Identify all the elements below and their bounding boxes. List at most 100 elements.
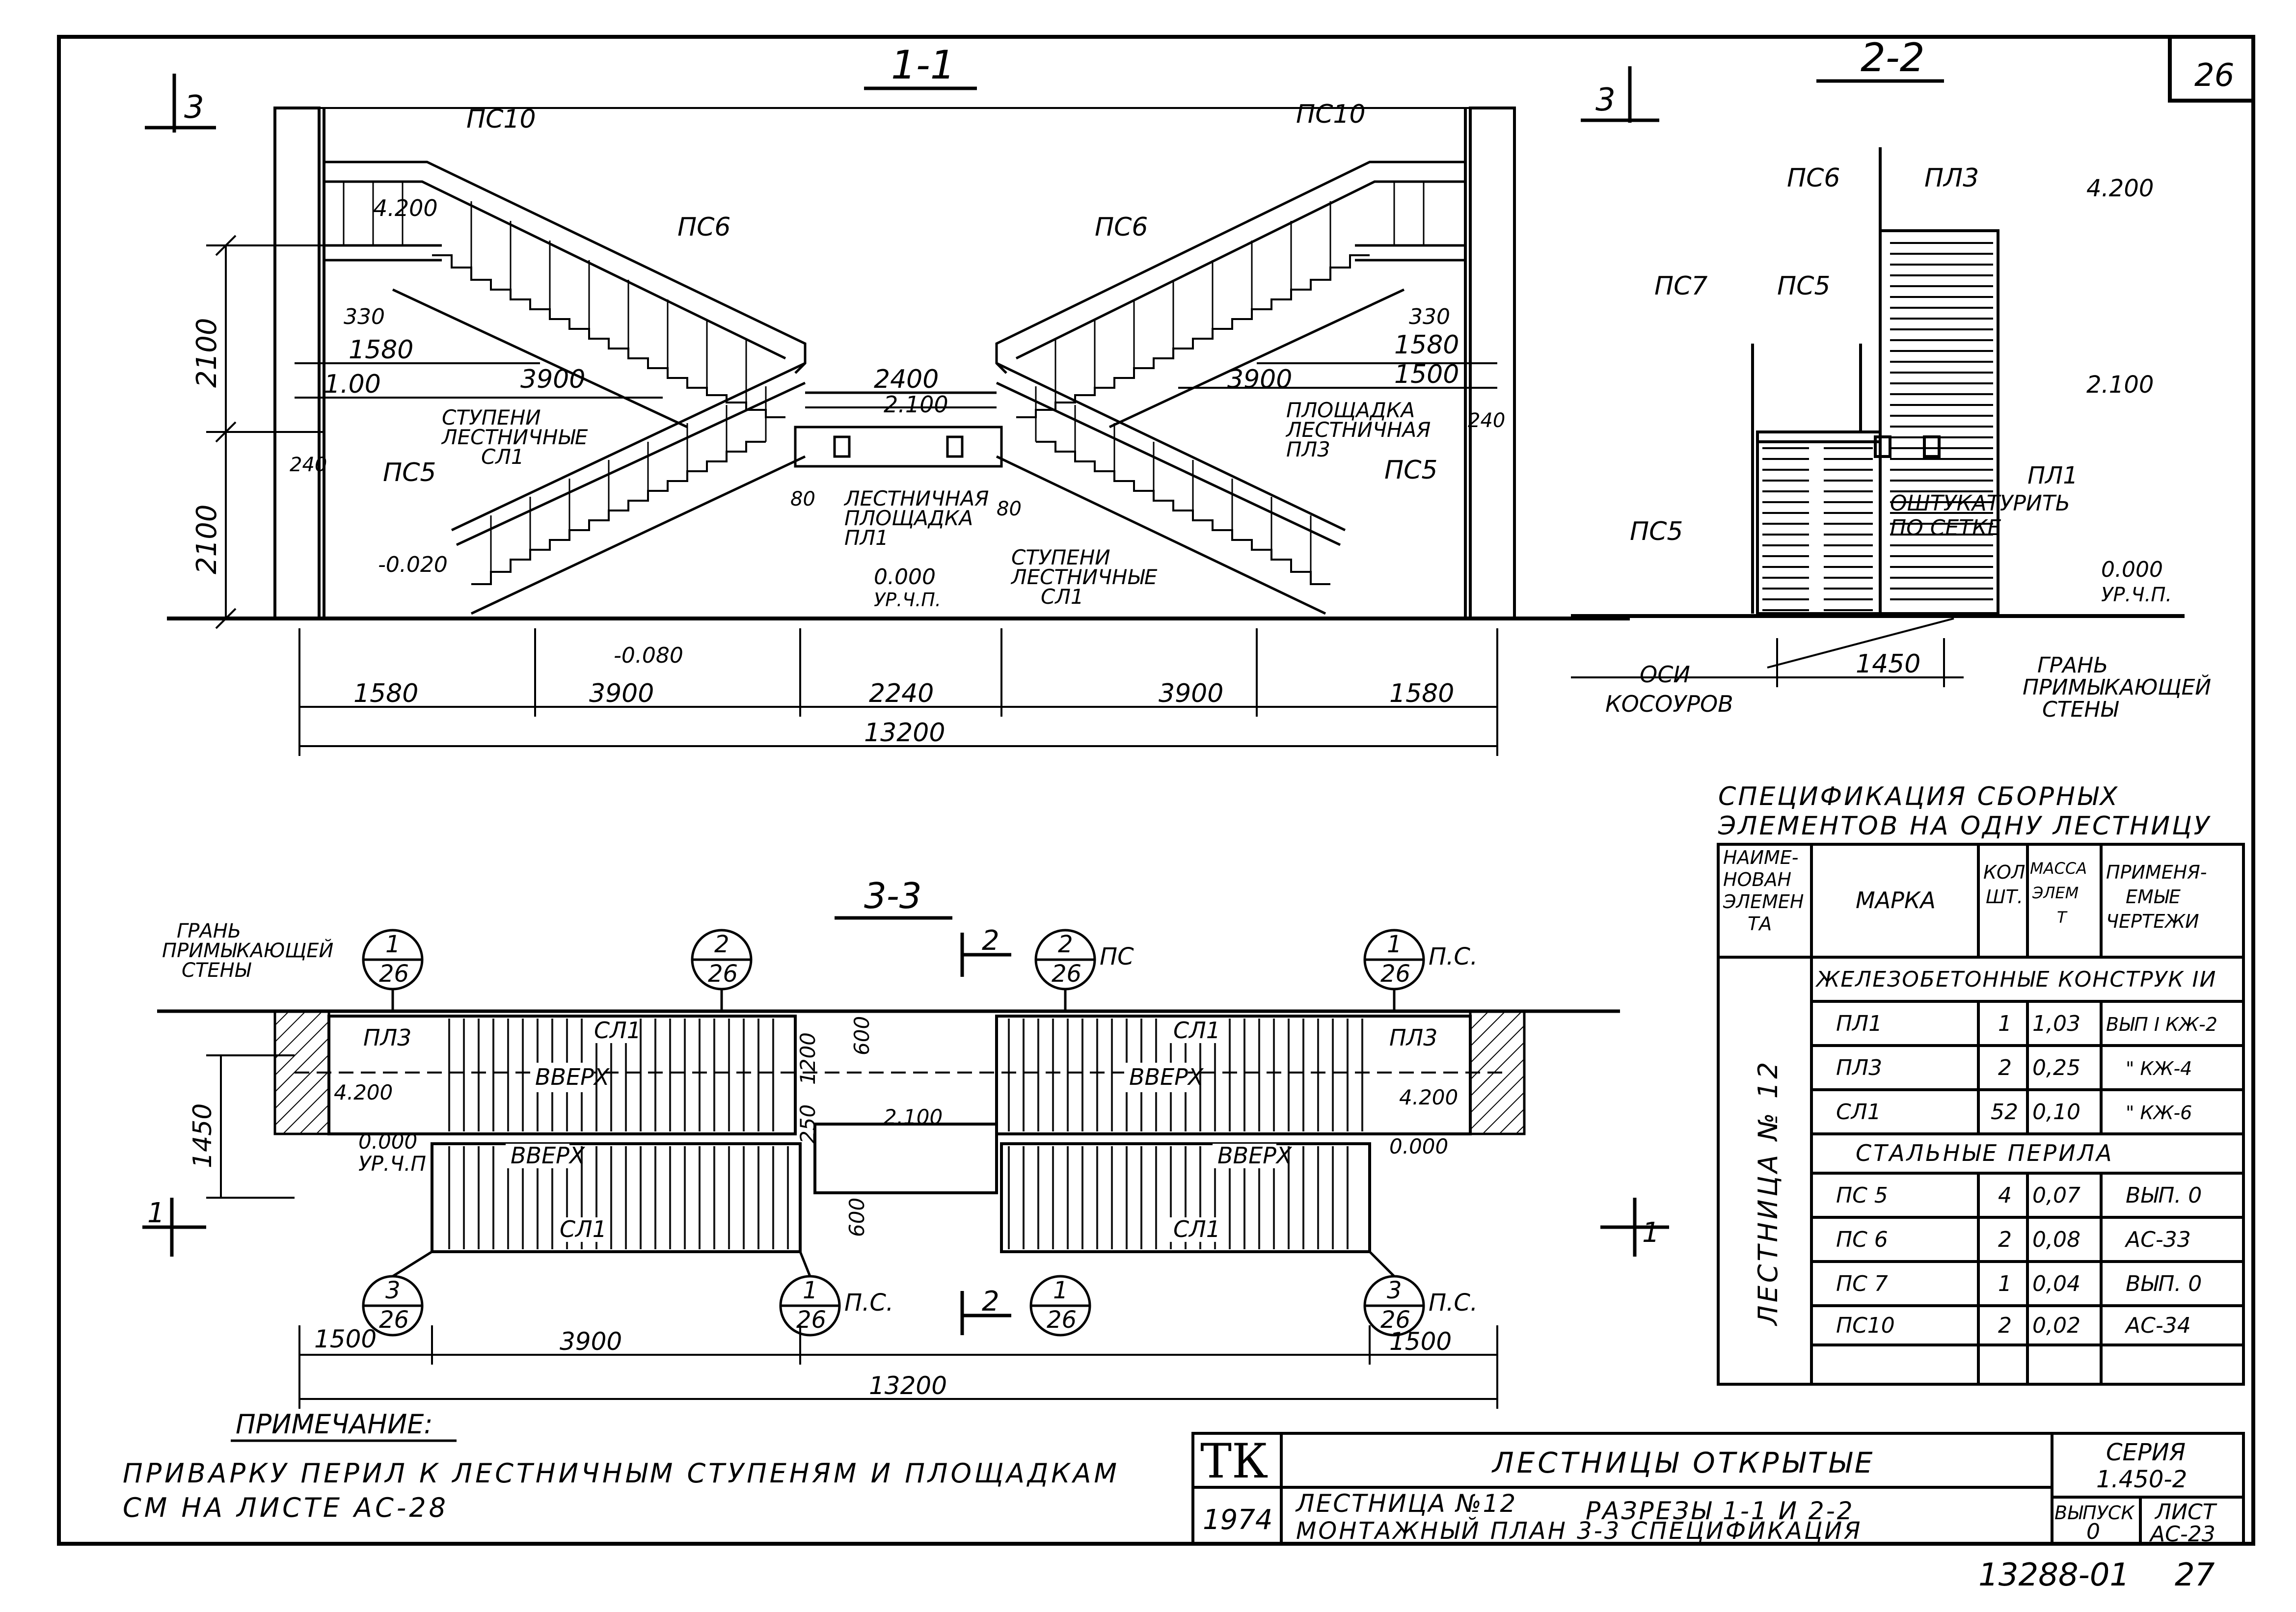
spec-r3-mass: 0,10 (2032, 1100, 2080, 1125)
callout-2-top-sheet: 26 (708, 960, 738, 988)
plan-up-d: ВВЕРХ (1217, 1142, 1293, 1169)
cut-mark-2-bottom: 2 (982, 1286, 999, 1317)
el-m020: -0.020 (378, 552, 448, 577)
spec-r2-doc: " КЖ-4 (2126, 1058, 2192, 1079)
callout-3-bottom-left-sheet: 26 (379, 1306, 409, 1334)
footer-page: 27 (2175, 1557, 2215, 1593)
plan-up-c: ВВЕРХ (511, 1142, 586, 1169)
note-title: ПРИМЕЧАНИЕ: (236, 1409, 433, 1440)
plan-pl3-left: ПЛ3 (363, 1024, 411, 1051)
plan-el-4200-right: 4.200 (1399, 1085, 1458, 1109)
callout-2-top-right-sheet: 26 (1052, 960, 1081, 988)
title-series-value: 1.450-2 (2096, 1466, 2187, 1493)
plan-sl1-c: СЛ1 (560, 1216, 607, 1242)
label-2-2-pc5-bottom: ПС5 (1630, 517, 1683, 546)
callout-3-bottom-left-num: 3 (385, 1277, 401, 1304)
cut-mark-1-right: 1 (1642, 1217, 1660, 1249)
dim-b3900-left: 3900 (589, 679, 654, 708)
spec-r3-mark: СЛ1 (1836, 1100, 1881, 1125)
spec-r5-mass: 0,08 (2032, 1227, 2080, 1252)
dim-2-100: 2.100 (884, 391, 948, 418)
callout-3-bottom-right-num: 3 (1387, 1277, 1402, 1304)
plan-pl3-right: ПЛ3 (1389, 1024, 1437, 1051)
callout-2-top-right-num: 2 (1058, 931, 1073, 958)
note-line2: СМ НА ЛИСТЕ АС-28 (123, 1492, 449, 1523)
title-main: ЛЕСТНИЦЫ ОТКРЫТЫЕ (1491, 1446, 1875, 1479)
spec-h-doc-3: ЧЕРТЕЖИ (2106, 911, 2199, 932)
spec-h-name-2: НОВАН (1723, 869, 1791, 890)
dim-1-00: 1.00 (324, 370, 381, 399)
el-000-center: 0.000 (874, 564, 936, 590)
note-line1: ПРИВАРКУ ПЕРИЛ К ЛЕСТНИЧНЫМ СТУПЕНЯМ И П… (123, 1458, 1120, 1489)
spec-h-name-1: НАИМЕ- (1723, 847, 1799, 868)
dim-80-right: 80 (997, 498, 1022, 520)
spec-r4-doc: ВЫП. 0 (2126, 1183, 2202, 1208)
title-line3: МОНТАЖНЫЙ ПЛАН 3-3 СПЕЦИФИКАЦИЯ (1296, 1517, 1863, 1545)
label-2-2-pl1: ПЛ1 (2027, 462, 2078, 489)
label-wall-edge-3: СТЕНЫ (2042, 697, 2119, 722)
callout-1-bottom-mid-suffix: П.С. (844, 1289, 893, 1316)
spec-table: СПЕЦИФИКАЦИЯ СБОРНЫХ ЭЛЕМЕНТОВ НА ОДНУ Л… (1717, 782, 2245, 1386)
spec-r7-doc: АС-34 (2124, 1313, 2191, 1338)
label-wall-edge-2: ПРИМЫКАЮЩЕЙ (2023, 674, 2211, 700)
label-steps-right-2: ЛЕСТНИЧНЫЕ (1010, 565, 1158, 589)
spec-h-mass-2: ЭЛЕМ (2032, 884, 2079, 902)
callout-1-bottom-mid-sheet: 26 (796, 1306, 826, 1334)
dim-2-2-1450: 1450 (1856, 649, 1920, 679)
title-org: ТК (1200, 1434, 1268, 1489)
plan-sl1-d: СЛ1 (1173, 1216, 1220, 1242)
label-2-2-pc5-top: ПС5 (1777, 271, 1831, 301)
el-2-2-2100: 2.100 (2086, 371, 2154, 399)
spec-r5-qty: 2 (1998, 1227, 2012, 1252)
spec-r1-mark: ПЛ1 (1836, 1011, 1882, 1036)
label-landing-right-2: ЛЕСТНИЧНАЯ (1285, 418, 1431, 442)
label-steps-right-1: СТУПЕНИ (1011, 545, 1110, 569)
label-pc10-right: ПС10 (1296, 100, 1366, 129)
spec-r5-mark: ПС 6 (1836, 1227, 1888, 1252)
dim-1500-right-top: 1500 (1394, 360, 1459, 389)
label-steps-right-3: СЛ1 (1041, 585, 1084, 609)
dim-2400: 2400 (874, 365, 939, 394)
label-axes-2: КОСОУРОВ (1605, 691, 1733, 717)
spec-r6-qty: 1 (1998, 1271, 2012, 1296)
note: ПРИМЕЧАНИЕ: ПРИВАРКУ ПЕРИЛ К ЛЕСТНИЧНЫМ … (123, 1409, 1120, 1523)
callout-1-top-right-suffix: П.С. (1429, 943, 1478, 970)
el-m080: -0.080 (614, 643, 683, 668)
callout-1-bottom-center-num: 1 (1053, 1277, 1068, 1304)
spec-r7-mark: ПС10 (1836, 1313, 1895, 1338)
spec-r1-doc: ВЫП I КЖ-2 (2106, 1014, 2217, 1035)
label-pc5-left: ПС5 (383, 458, 436, 487)
section-3-3-title: 3-3 (864, 875, 922, 916)
plan-total: 13200 (869, 1371, 947, 1400)
title-block: ТК 1974 ЛЕСТНИЦЫ ОТКРЫТЫЕ ЛЕСТНИЦА №12 Р… (1191, 1432, 2245, 1547)
label-landing-center-2: ПЛОЩАДКА (844, 506, 973, 530)
spec-r7-mass: 0,02 (2032, 1313, 2080, 1338)
callout-2-top-right-suffix: ПС (1100, 943, 1134, 970)
spec-title-2: ЭЛЕМЕНТОВ НА ОДНУ ЛЕСТНИЦУ (1718, 811, 2211, 841)
callout-1-top-right-num: 1 (1387, 931, 1402, 958)
dim-b1580-right: 1580 (1389, 679, 1454, 708)
dim-b2240: 2240 (869, 679, 934, 708)
label-pc6-left: ПС6 (677, 213, 731, 242)
title-year: 1974 (1203, 1504, 1273, 1536)
label-3-3-wall-2: ПРИМЫКАЮЩЕЙ (162, 939, 333, 962)
plan-sl1-a: СЛ1 (594, 1017, 641, 1044)
spec-title-1: СПЕЦИФИКАЦИЯ СБОРНЫХ (1718, 782, 2119, 811)
spec-r2-qty: 2 (1998, 1055, 2012, 1080)
plan-d1450: 1450 (188, 1103, 217, 1168)
dim-b3900-right: 3900 (1159, 679, 1223, 708)
spec-r1-mass: 1,03 (2032, 1011, 2080, 1036)
callout-1-bottom-center-sheet: 26 (1047, 1306, 1077, 1334)
spec-r7-qty: 2 (1998, 1313, 2012, 1338)
cut-mark-3-left: 3 (184, 89, 204, 126)
spec-r2-mass: 0,25 (2032, 1055, 2080, 1080)
label-3-3-wall-1: ГРАНЬ (177, 920, 241, 942)
plan-d1500-right: 1500 (1389, 1327, 1452, 1356)
spec-r1-qty: 1 (1998, 1011, 2012, 1036)
title-line2b: РАЗРЕЗЫ 1-1 И 2-2 (1586, 1497, 1855, 1525)
spec-r4-mark: ПС 5 (1836, 1183, 1888, 1208)
dim-240-left: 240 (290, 454, 327, 476)
cut-mark-3-right: 3 (1595, 82, 1616, 118)
